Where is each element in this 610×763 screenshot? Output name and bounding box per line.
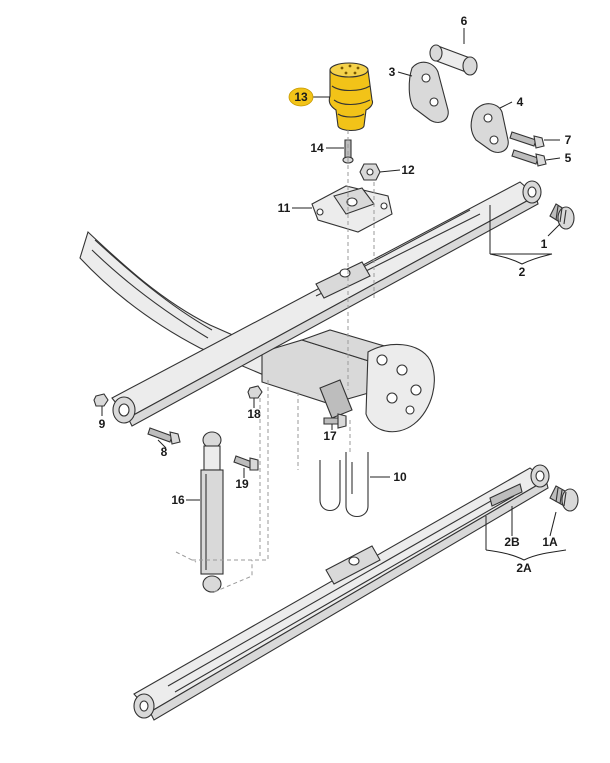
label-7: 7	[565, 133, 572, 147]
label-4: 4	[517, 95, 524, 109]
shackle-plate-3	[408, 61, 449, 123]
label-17: 17	[323, 429, 337, 443]
nut-18	[247, 385, 263, 399]
group-brace-2a	[485, 516, 567, 561]
label-1a: 1A	[542, 535, 558, 549]
label-18: 18	[247, 407, 261, 421]
spring-eye-front	[112, 396, 136, 424]
assembly-guide-lines	[175, 130, 375, 593]
bushing-1a	[549, 485, 579, 512]
label-16: 16	[171, 493, 185, 507]
clamp-plate-11	[311, 185, 393, 233]
callout-13-highlight	[288, 87, 314, 107]
brake-anchor-plate	[365, 343, 435, 433]
callout-13: 13	[288, 87, 314, 107]
label-5: 5	[565, 151, 572, 165]
shackle-plate-4	[470, 103, 509, 153]
spring-eye-rear	[522, 180, 542, 204]
nut-9	[93, 393, 109, 407]
label-19: 19	[235, 477, 249, 491]
bump-stop-13	[328, 62, 374, 132]
label-2: 2	[519, 265, 526, 279]
label-12: 12	[401, 163, 415, 177]
u-bolts-10	[319, 452, 369, 518]
label-1: 1	[541, 237, 548, 251]
label-11: 11	[278, 201, 291, 215]
label-2b: 2B	[504, 535, 520, 549]
axle-bracket	[261, 329, 400, 419]
bolt-5	[511, 149, 547, 167]
leaf-spring-upper	[111, 181, 539, 427]
label-10: 10	[393, 470, 407, 484]
label-8: 8	[161, 445, 168, 459]
bolt-7	[509, 131, 545, 149]
shock-absorber-16	[200, 431, 224, 593]
bolt-17	[323, 413, 347, 429]
bolt-19	[233, 455, 259, 471]
label-3: 3	[389, 65, 396, 79]
shackle-bolt-6	[429, 44, 478, 76]
group-brace-2	[489, 205, 553, 265]
spring-eye-lower-rear	[530, 464, 550, 488]
label-13: 13	[294, 90, 308, 104]
leader-lines	[101, 28, 561, 537]
label-2a: 2A	[516, 561, 532, 575]
spring-eye-lower-front	[133, 693, 155, 719]
label-14: 14	[310, 141, 324, 155]
label-6: 6	[461, 14, 468, 28]
bolt-8	[147, 427, 181, 445]
bushing-1	[549, 203, 575, 230]
label-9: 9	[99, 417, 106, 431]
leaf-spring-lower	[133, 467, 549, 721]
nut-12	[359, 163, 381, 181]
